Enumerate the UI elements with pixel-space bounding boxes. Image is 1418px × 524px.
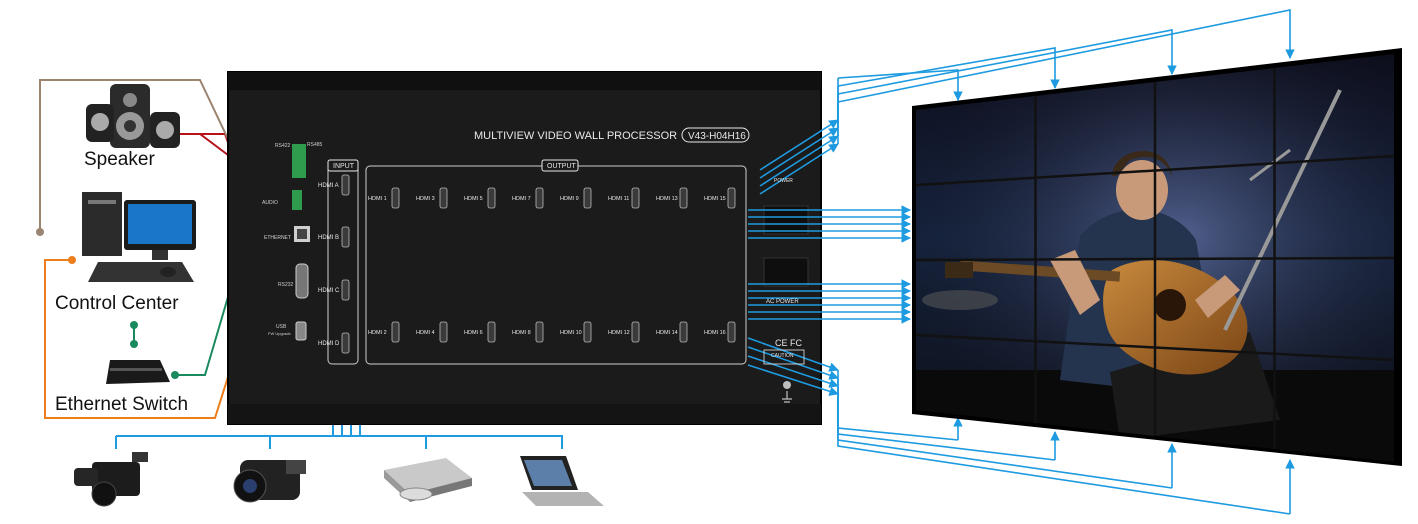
- rs232-port: [295, 263, 309, 299]
- output-label: HDMI 13: [656, 196, 678, 202]
- rs485-label: RS485: [307, 142, 323, 148]
- output-label: HDMI 9: [560, 196, 579, 202]
- hdmi-input-port: [341, 332, 350, 354]
- signal-line: [747, 337, 839, 372]
- hdmi-output-port: [535, 321, 544, 343]
- ce-mark: CE FC: [775, 338, 803, 348]
- hdmi-output-port: [487, 321, 496, 343]
- signal-line: [837, 29, 1177, 95]
- router-icon: [106, 360, 170, 384]
- input-label: HDMI C: [318, 288, 340, 294]
- usb-label: USB: [276, 324, 287, 330]
- caution-label: CAUTION: [771, 353, 794, 359]
- laptop-icon: [520, 456, 604, 506]
- control-center-label: Control Center: [55, 293, 179, 314]
- signal-line: [747, 346, 839, 380]
- input-label: HDMI A: [318, 183, 339, 189]
- ethernet-switch-label: Ethernet Switch: [55, 394, 189, 415]
- hdmi-input-port: [341, 226, 350, 248]
- signal-line: [837, 394, 1291, 515]
- control-wiring: [36, 79, 260, 419]
- handycam-icon: [233, 460, 306, 503]
- camcorder-icon: [74, 452, 148, 507]
- wall-bezel: [915, 333, 1395, 362]
- hdmi-output-port: [727, 187, 736, 209]
- hdmi-ports: HDMI A HDMI B HDMI C HDMI D HDMI 1 HDMI 3 HDMI…: [318, 174, 736, 354]
- speaker-label: Speaker: [84, 149, 155, 170]
- power-label-1: POWER: [774, 178, 793, 184]
- hdmi-output-port: [439, 187, 448, 209]
- signal-line: [747, 355, 839, 388]
- output-label: HDMI 8: [512, 330, 531, 336]
- wall-bezel: [915, 154, 1395, 187]
- hdmi-output-port: [535, 187, 544, 209]
- hdmi-output-port: [631, 321, 640, 343]
- output-label: HDMI 1: [368, 196, 387, 202]
- video-wall-grid: [915, 68, 1395, 449]
- wall-bezel: [915, 256, 1395, 262]
- output-label: HDMI 5: [464, 196, 483, 202]
- signal-line: [837, 69, 963, 101]
- rs422-label: RS422: [275, 143, 291, 149]
- ground-screw: [783, 381, 791, 389]
- dvd-player-icon: [384, 458, 472, 502]
- video-wall: [912, 48, 1402, 466]
- signal-line: [759, 143, 839, 195]
- ethernet-label: ETHERNET: [264, 235, 291, 241]
- input-label: HDMI B: [318, 235, 339, 241]
- input-group-label: INPUT: [333, 163, 355, 170]
- hdmi-output-port: [391, 321, 400, 343]
- signal-line: [837, 9, 1295, 103]
- hdmi-output-port: [583, 321, 592, 343]
- output-label: HDMI 12: [608, 330, 630, 336]
- output-label: HDMI 10: [560, 330, 582, 336]
- usb-port: [295, 321, 307, 341]
- output-group-label: OUTPUT: [547, 163, 577, 170]
- hdmi-output-port: [439, 321, 448, 343]
- hdmi-input-port: [341, 279, 350, 301]
- hdmi-output-port: [679, 321, 688, 343]
- model-number: V43-H04H16: [688, 131, 746, 142]
- output-label: HDMI 7: [512, 196, 531, 202]
- output-label: HDMI 3: [416, 196, 435, 202]
- rs485-terminal: [300, 144, 306, 178]
- control-center-cable: [39, 79, 239, 232]
- power-switch-2: [763, 257, 809, 287]
- computer-icon: [82, 192, 196, 282]
- output-label: HDMI 14: [656, 330, 678, 336]
- hdmi-input-port: [341, 174, 350, 196]
- output-signals: [747, 9, 1295, 515]
- rs232-label: RS232: [278, 282, 294, 288]
- usb-sub-label: FW Upgrade: [268, 331, 291, 336]
- power-label-2: AC POWER: [766, 299, 799, 305]
- output-label: HDMI 2: [368, 330, 387, 336]
- output-label: HDMI 6: [464, 330, 483, 336]
- hdmi-output-port: [679, 187, 688, 209]
- processor-chassis: [227, 71, 822, 425]
- hdmi-output-port: [391, 187, 400, 209]
- output-label: HDMI 11: [608, 196, 629, 202]
- hdmi-output-port: [631, 187, 640, 209]
- signal-line: [837, 47, 1060, 89]
- audio-label: AUDIO: [262, 200, 278, 206]
- hdmi-output-port: [583, 187, 592, 209]
- processor-title: MULTIVIEW VIDEO WALL PROCESSOR: [474, 130, 677, 142]
- input-label: HDMI D: [318, 341, 340, 347]
- speaker-icon: [86, 84, 180, 148]
- signal-line: [759, 127, 839, 179]
- output-label: HDMI 15: [704, 196, 726, 202]
- rs422-terminal: [292, 144, 300, 178]
- hdmi-output-port: [487, 187, 496, 209]
- signal-line: [747, 364, 839, 396]
- output-label: HDMI 4: [416, 330, 435, 336]
- signal-line: [759, 135, 839, 187]
- audio-terminal: [292, 190, 302, 210]
- model-badge: [681, 127, 750, 143]
- signal-line: [759, 119, 839, 171]
- output-label: HDMI 16: [704, 330, 726, 336]
- hdmi-output-port: [727, 321, 736, 343]
